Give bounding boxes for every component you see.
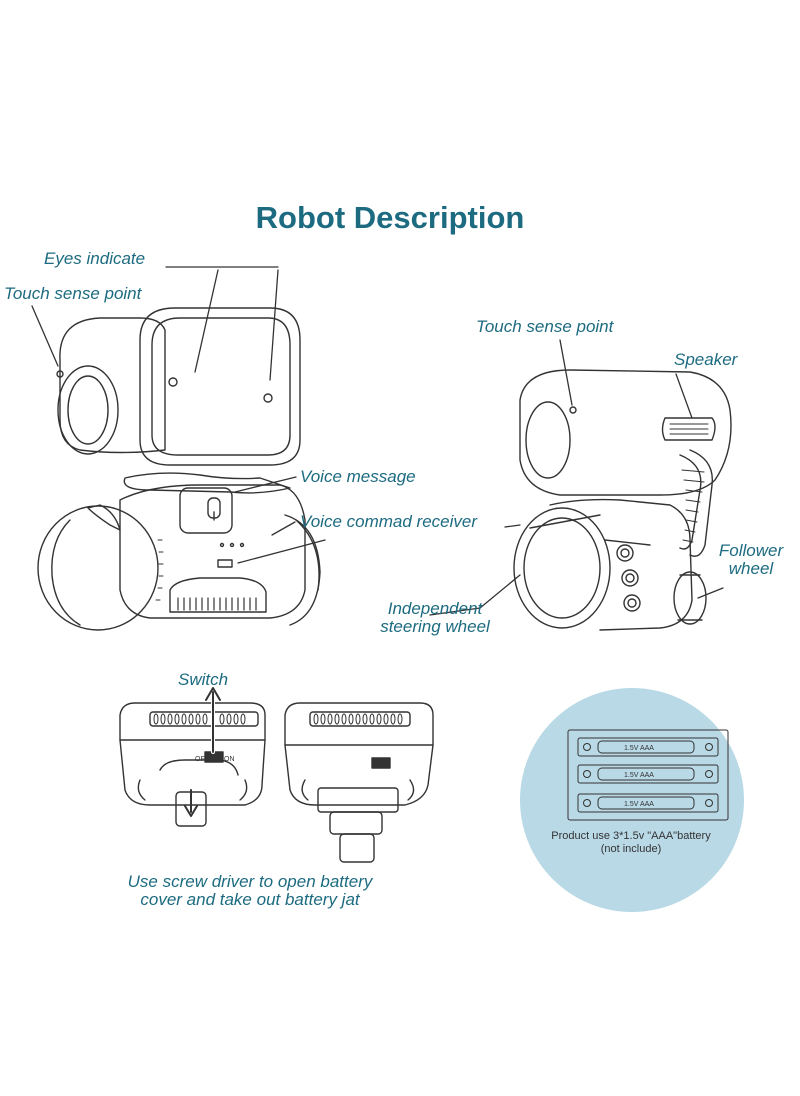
- label-eyes-indicate: Eyes indicate: [44, 249, 146, 268]
- diagram-title: Robot Description: [255, 200, 525, 235]
- label-follower-wheel: Follower wheel: [718, 541, 784, 578]
- label-touch-sense-point-side: Touch sense point: [476, 317, 614, 336]
- front-robot-drawing: [37, 307, 321, 631]
- battery-note: Product use 3*1.5v "AAA"battery (not inc…: [551, 830, 711, 855]
- leader-lines: [31, 266, 724, 616]
- label-voice-command-receiver: Voice commad receiver: [300, 512, 477, 531]
- switch-off-mark: OFF: [195, 756, 209, 763]
- battery-cell-label: 1.5V AAA: [624, 772, 654, 779]
- label-independent-steering-wheel: Independent steering wheel: [380, 599, 490, 636]
- side-robot-drawing: [513, 369, 732, 631]
- label-screwdriver-instruction: Use screw driver to open battery cover a…: [127, 872, 373, 909]
- battery-diagram: 1.5V AAA 1.5V AAA 1.5V AAA: [520, 688, 744, 912]
- label-speaker: Speaker: [674, 350, 738, 369]
- battery-cell-label: 1.5V AAA: [624, 745, 654, 752]
- switch-view-drawing: [119, 687, 266, 827]
- label-switch: Switch: [178, 670, 229, 689]
- switch-on-mark: ON: [224, 756, 235, 763]
- label-touch-sense-point-front: Touch sense point: [4, 284, 142, 303]
- battery-cover-view-drawing: [284, 702, 434, 863]
- battery-cell-label: 1.5V AAA: [624, 801, 654, 808]
- label-voice-message: Voice message: [300, 467, 416, 486]
